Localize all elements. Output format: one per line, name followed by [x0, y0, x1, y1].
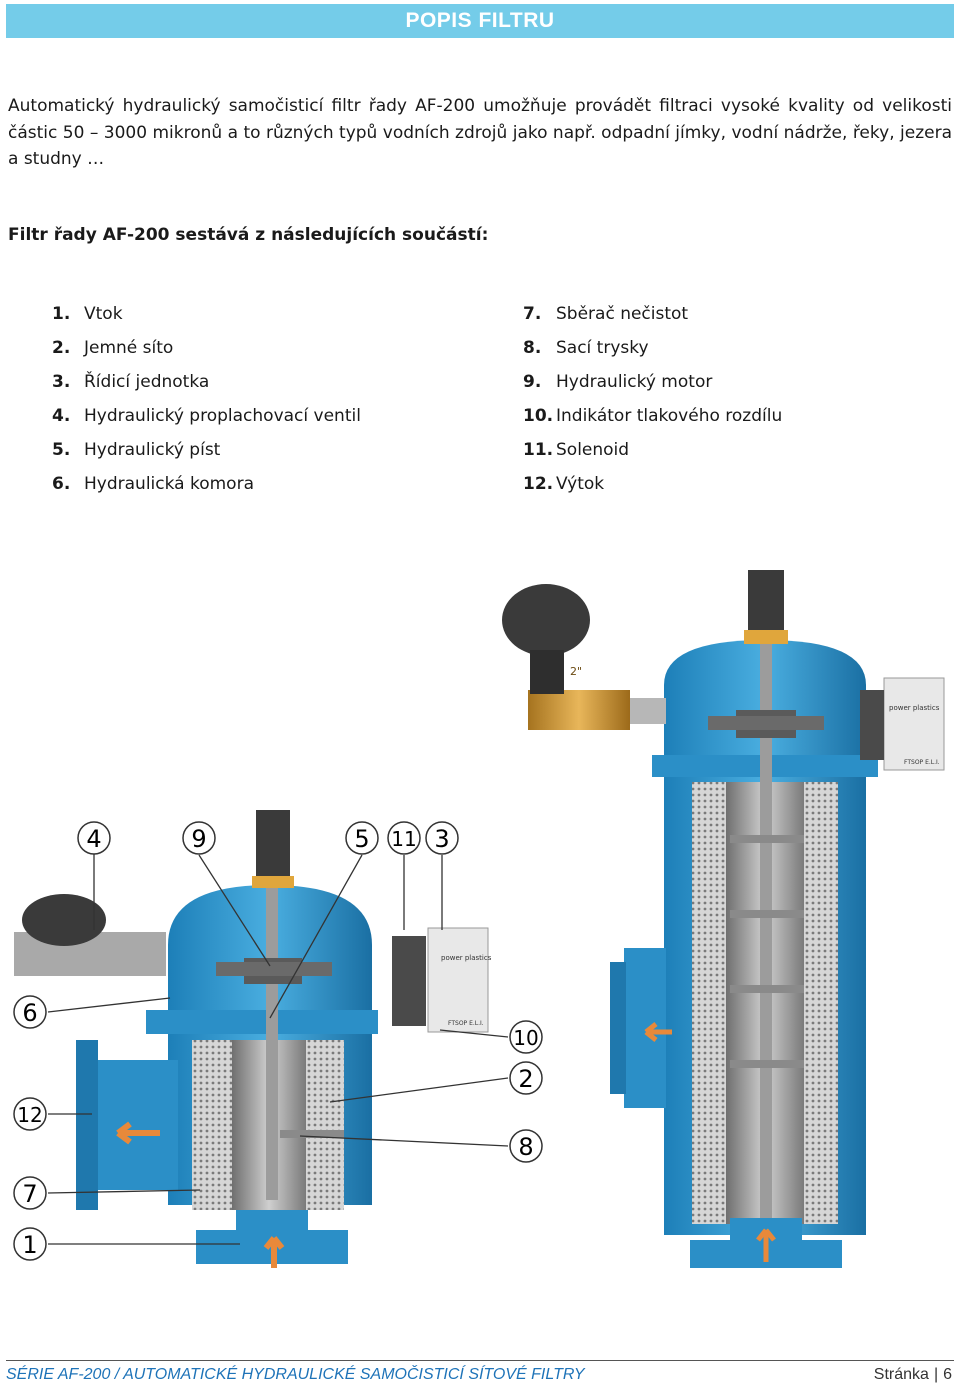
intro-paragraph: Automatický hydraulický samočisticí filt…: [8, 96, 952, 169]
small-filter: power plastics FTSOP E.L.I.: [14, 810, 492, 1268]
item-label: Hydraulický píst: [84, 440, 221, 460]
callout-2: 2: [509, 1061, 543, 1095]
item-label: Indikátor tlakového rozdílu: [556, 406, 783, 426]
list-item: 10.Indikátor tlakového rozdílu: [523, 403, 782, 437]
list-item: 11.Solenoid: [523, 437, 782, 471]
svg-text:10: 10: [513, 1026, 538, 1050]
callout-9: 9: [182, 821, 216, 855]
item-number: 2.: [52, 338, 71, 358]
item-label: Sběrač nečistot: [556, 304, 689, 324]
list-item: 6. Hydraulická komora: [52, 471, 361, 505]
item-number: 9.: [523, 372, 542, 392]
components-list-left: 1. Vtok 2. Jemné síto 3. Řídicí jednotka 4.…: [52, 301, 361, 505]
page-number: 6: [943, 1366, 952, 1383]
svg-text:1: 1: [22, 1231, 37, 1259]
item-label: Jemné síto: [84, 338, 174, 358]
page-header: POPIS FILTRU: [6, 4, 954, 38]
callout-12: 12: [13, 1097, 47, 1131]
svg-text:5: 5: [354, 825, 369, 853]
list-item: 9. Hydraulický motor: [523, 369, 782, 403]
item-number: 7.: [523, 304, 542, 324]
svg-text:11: 11: [391, 827, 416, 851]
svg-text:2: 2: [518, 1065, 533, 1093]
svg-text:7: 7: [22, 1180, 37, 1208]
item-label: Výtok: [556, 474, 605, 494]
item-number: 8.: [523, 338, 542, 358]
item-label: Solenoid: [556, 440, 630, 460]
list-item: 3. Řídicí jednotka: [52, 369, 361, 403]
svg-text:12: 12: [17, 1103, 42, 1127]
item-number: 3.: [52, 372, 71, 392]
item-label: Hydraulická komora: [84, 474, 254, 494]
item-label: Hydraulický motor: [556, 372, 713, 392]
code-label: FTSOP E.L.I.: [904, 759, 940, 766]
page-title: POPIS FILTRU: [405, 9, 555, 32]
footer-page: Stránka|6: [874, 1366, 952, 1384]
item-number: 12.: [523, 474, 554, 494]
leader-lines: [47, 854, 509, 1245]
large-filter: power plastics FTSOP E.L.I. 2": [502, 570, 945, 1268]
callout-8: 8: [509, 1129, 543, 1163]
item-number: 4.: [52, 406, 71, 426]
brand-label: power plastics: [889, 704, 940, 712]
callout-11: 11: [387, 821, 421, 855]
brand-label: power plastics: [441, 954, 492, 962]
svg-text:3: 3: [434, 825, 449, 853]
callout-6: 6: [13, 995, 47, 1029]
callout-5: 5: [345, 821, 379, 855]
list-item: 8. Sací trysky: [523, 335, 782, 369]
page-label: Stránka: [873, 1366, 929, 1383]
callout-10: 10: [509, 1020, 543, 1054]
code-label: FTSOP E.L.I.: [448, 1020, 484, 1027]
list-item: 1. Vtok: [52, 301, 361, 335]
list-item: 2. Jemné síto: [52, 335, 361, 369]
callout-3: 3: [425, 821, 459, 855]
item-number: 6.: [52, 474, 71, 494]
item-number: 10.: [523, 406, 554, 426]
item-label: Vtok: [84, 304, 123, 324]
item-label: Řídicí jednotka: [84, 372, 210, 392]
footer-series: SÉRIE AF-200 / AUTOMATICKÉ HYDRAULICKÉ S…: [6, 1366, 585, 1383]
list-item: 5. Hydraulický píst: [52, 437, 361, 471]
svg-text:9: 9: [191, 825, 206, 853]
item-label: Sací trysky: [556, 338, 649, 358]
item-label: Hydraulický proplachovací ventil: [84, 406, 361, 426]
valve-marking: 2": [570, 665, 582, 678]
item-number: 5.: [52, 440, 71, 460]
page-separator: |: [933, 1366, 939, 1383]
callouts: 4 9 5 11 3 6 10 2 12 8 7 1: [13, 821, 543, 1261]
list-item: 7. Sběrač nečistot: [523, 301, 782, 335]
footer-divider: [6, 1360, 954, 1361]
callout-4: 4: [77, 821, 111, 855]
callout-1: 1: [13, 1227, 47, 1261]
svg-text:4: 4: [86, 825, 101, 853]
list-item: 12.Výtok: [523, 471, 782, 505]
item-number: 11.: [523, 440, 554, 460]
svg-text:6: 6: [22, 999, 37, 1027]
filter-illustration: power plastics FTSOP E.L.I. 2": [13, 570, 945, 1268]
callout-7: 7: [13, 1176, 47, 1210]
svg-text:8: 8: [518, 1133, 533, 1161]
list-item: 4. Hydraulický proplachovací ventil: [52, 403, 361, 437]
components-heading: Filtr řady AF-200 sestává z následujícíc…: [8, 225, 489, 245]
components-list-right: 7. Sběrač nečistot 8. Sací trysky 9. Hydrau…: [523, 301, 782, 505]
item-number: 1.: [52, 304, 71, 324]
